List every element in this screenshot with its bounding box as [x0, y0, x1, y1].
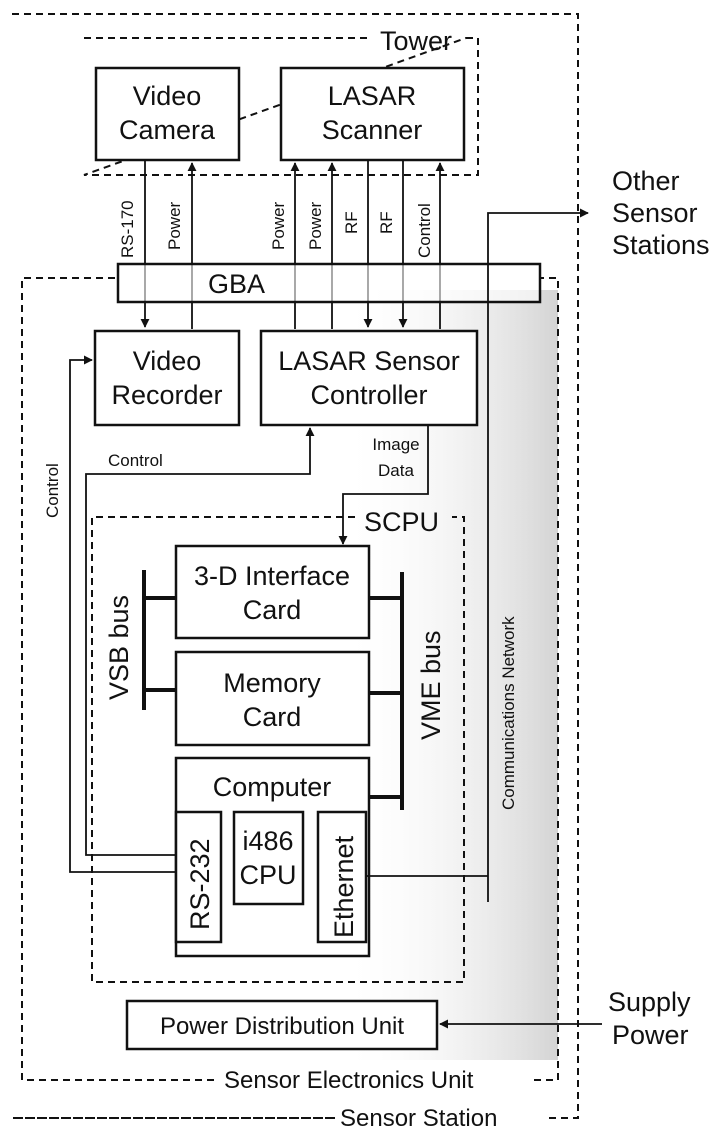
- power-distribution-label: Power Distribution Unit: [160, 1013, 404, 1040]
- sensor-station-label: Sensor Station: [340, 1105, 497, 1132]
- interface-card-line2: Card: [243, 595, 302, 625]
- other-stations-line3: Stations: [612, 230, 710, 260]
- memory-card-box: [174, 650, 371, 747]
- image-data-line: [338, 425, 429, 545]
- control-mid-line: [85, 427, 315, 856]
- lasar-scanner-line1: LASAR: [328, 81, 417, 111]
- cpu-box: [232, 810, 305, 906]
- rs232-box: [174, 810, 223, 944]
- cpu-line2: CPU: [239, 860, 296, 890]
- tower-label: Tower: [380, 26, 452, 56]
- power-distribution-box: [125, 999, 439, 1051]
- communications-network-line: [487, 208, 589, 902]
- scanner-power-label-2: Power: [306, 201, 325, 250]
- video-recorder-box: [93, 329, 241, 427]
- vsb-bus-label: VSB bus: [104, 595, 134, 700]
- lasar-controller-line2: Controller: [310, 380, 427, 410]
- ethernet-label: Ethernet: [329, 835, 359, 938]
- memory-card-line1: Memory: [223, 668, 321, 698]
- scanner-power-label-1: Power: [269, 201, 288, 250]
- scpu-label: SCPU: [364, 507, 439, 537]
- video-recorder-line1: Video: [133, 346, 202, 376]
- rs170-label: RS-170: [118, 200, 137, 258]
- video-camera-line2: Camera: [119, 115, 216, 145]
- supply-power-line1: Supply: [608, 987, 691, 1017]
- rs232-label: RS-232: [185, 838, 215, 930]
- video-camera-box: [94, 66, 241, 162]
- supply-power-line2: Power: [612, 1020, 689, 1050]
- sensor-station-boundary: [12, 13, 579, 1119]
- interface-card-box: [174, 544, 371, 640]
- control-mid-label: Control: [108, 451, 163, 470]
- communications-network-label: Communications Network: [499, 616, 518, 810]
- image-data-line1: Image: [372, 435, 419, 454]
- camera-power-label: Power: [165, 201, 184, 250]
- cpu-line1: i486: [242, 826, 293, 856]
- interface-card-line1: 3-D Interface: [194, 561, 350, 591]
- ethernet-box: [316, 810, 368, 944]
- lasar-controller-line1: LASAR Sensor: [278, 346, 460, 376]
- memory-card-line2: Card: [243, 702, 302, 732]
- sensor-electronics-unit-label: Sensor Electronics Unit: [224, 1067, 474, 1094]
- scanner-control-label: Control: [415, 203, 434, 258]
- scpu-boundary: [91, 516, 465, 983]
- other-stations-line1: Other: [612, 166, 680, 196]
- computer-label: Computer: [213, 772, 332, 802]
- vme-bus-label: VME bus: [416, 630, 446, 740]
- control-left-line: [69, 355, 176, 873]
- gba-label: GBA: [208, 269, 265, 299]
- lasar-scanner-box: [279, 66, 466, 162]
- video-recorder-line2: Recorder: [111, 380, 222, 410]
- sensor-electronics-unit-boundary: [21, 277, 559, 1081]
- rf-label-1: RF: [342, 211, 361, 234]
- rf-label-2: RF: [377, 211, 396, 234]
- control-left-label: Control: [43, 463, 62, 518]
- lasar-scanner-line2: Scanner: [322, 115, 423, 145]
- gba-bar: [116, 262, 542, 304]
- video-camera-line1: Video: [133, 81, 202, 111]
- other-stations-line2: Sensor: [612, 198, 698, 228]
- image-data-line2: Data: [378, 461, 414, 480]
- lasar-controller-box: [259, 329, 479, 427]
